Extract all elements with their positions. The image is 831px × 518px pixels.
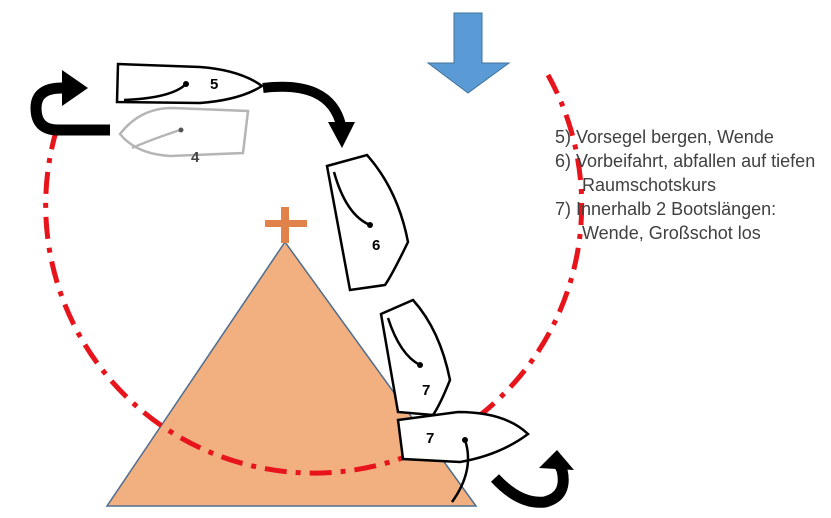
boat-label: 4 <box>191 149 200 166</box>
step-text: Vorbeifahrt, abfallen auf tiefen Raumsch… <box>576 151 816 195</box>
curved-turn-arrow-icon <box>30 70 110 136</box>
curved-turn-arrow-icon <box>490 450 574 508</box>
wind-direction-arrow-icon <box>426 12 511 94</box>
step-item: 7) Innerhalb 2 Bootslängen: Wende, Großs… <box>555 197 831 245</box>
boat-label: 5 <box>210 76 218 93</box>
course-line <box>43 73 585 476</box>
boat-ghost: 4 <box>118 106 250 166</box>
cross-marker-icon <box>265 207 307 243</box>
boat: 6 <box>325 153 410 292</box>
boat-label: 7 <box>426 430 434 447</box>
step-text: Innerhalb 2 Bootslängen: Wende, Großscho… <box>576 199 777 243</box>
step-text: Vorsegel bergen, Wende <box>576 127 774 147</box>
boat: 7 <box>396 410 530 503</box>
step-item: 6) Vorbeifahrt, abfallen auf tiefen Raum… <box>555 149 831 197</box>
boat: 7 <box>379 298 452 417</box>
step-number: 6) <box>555 151 572 171</box>
boat-label: 6 <box>372 237 380 254</box>
island <box>105 240 478 507</box>
boat: 5 <box>115 62 265 105</box>
boat-label: 7 <box>422 382 430 399</box>
curved-turn-arrow-icon <box>262 81 355 148</box>
step-number: 5) <box>555 127 572 147</box>
step-list: 5) Vorsegel bergen, Wende 6) Vorbeifahrt… <box>555 125 831 245</box>
step-number: 7) <box>555 199 572 219</box>
step-item: 5) Vorsegel bergen, Wende <box>555 125 831 149</box>
